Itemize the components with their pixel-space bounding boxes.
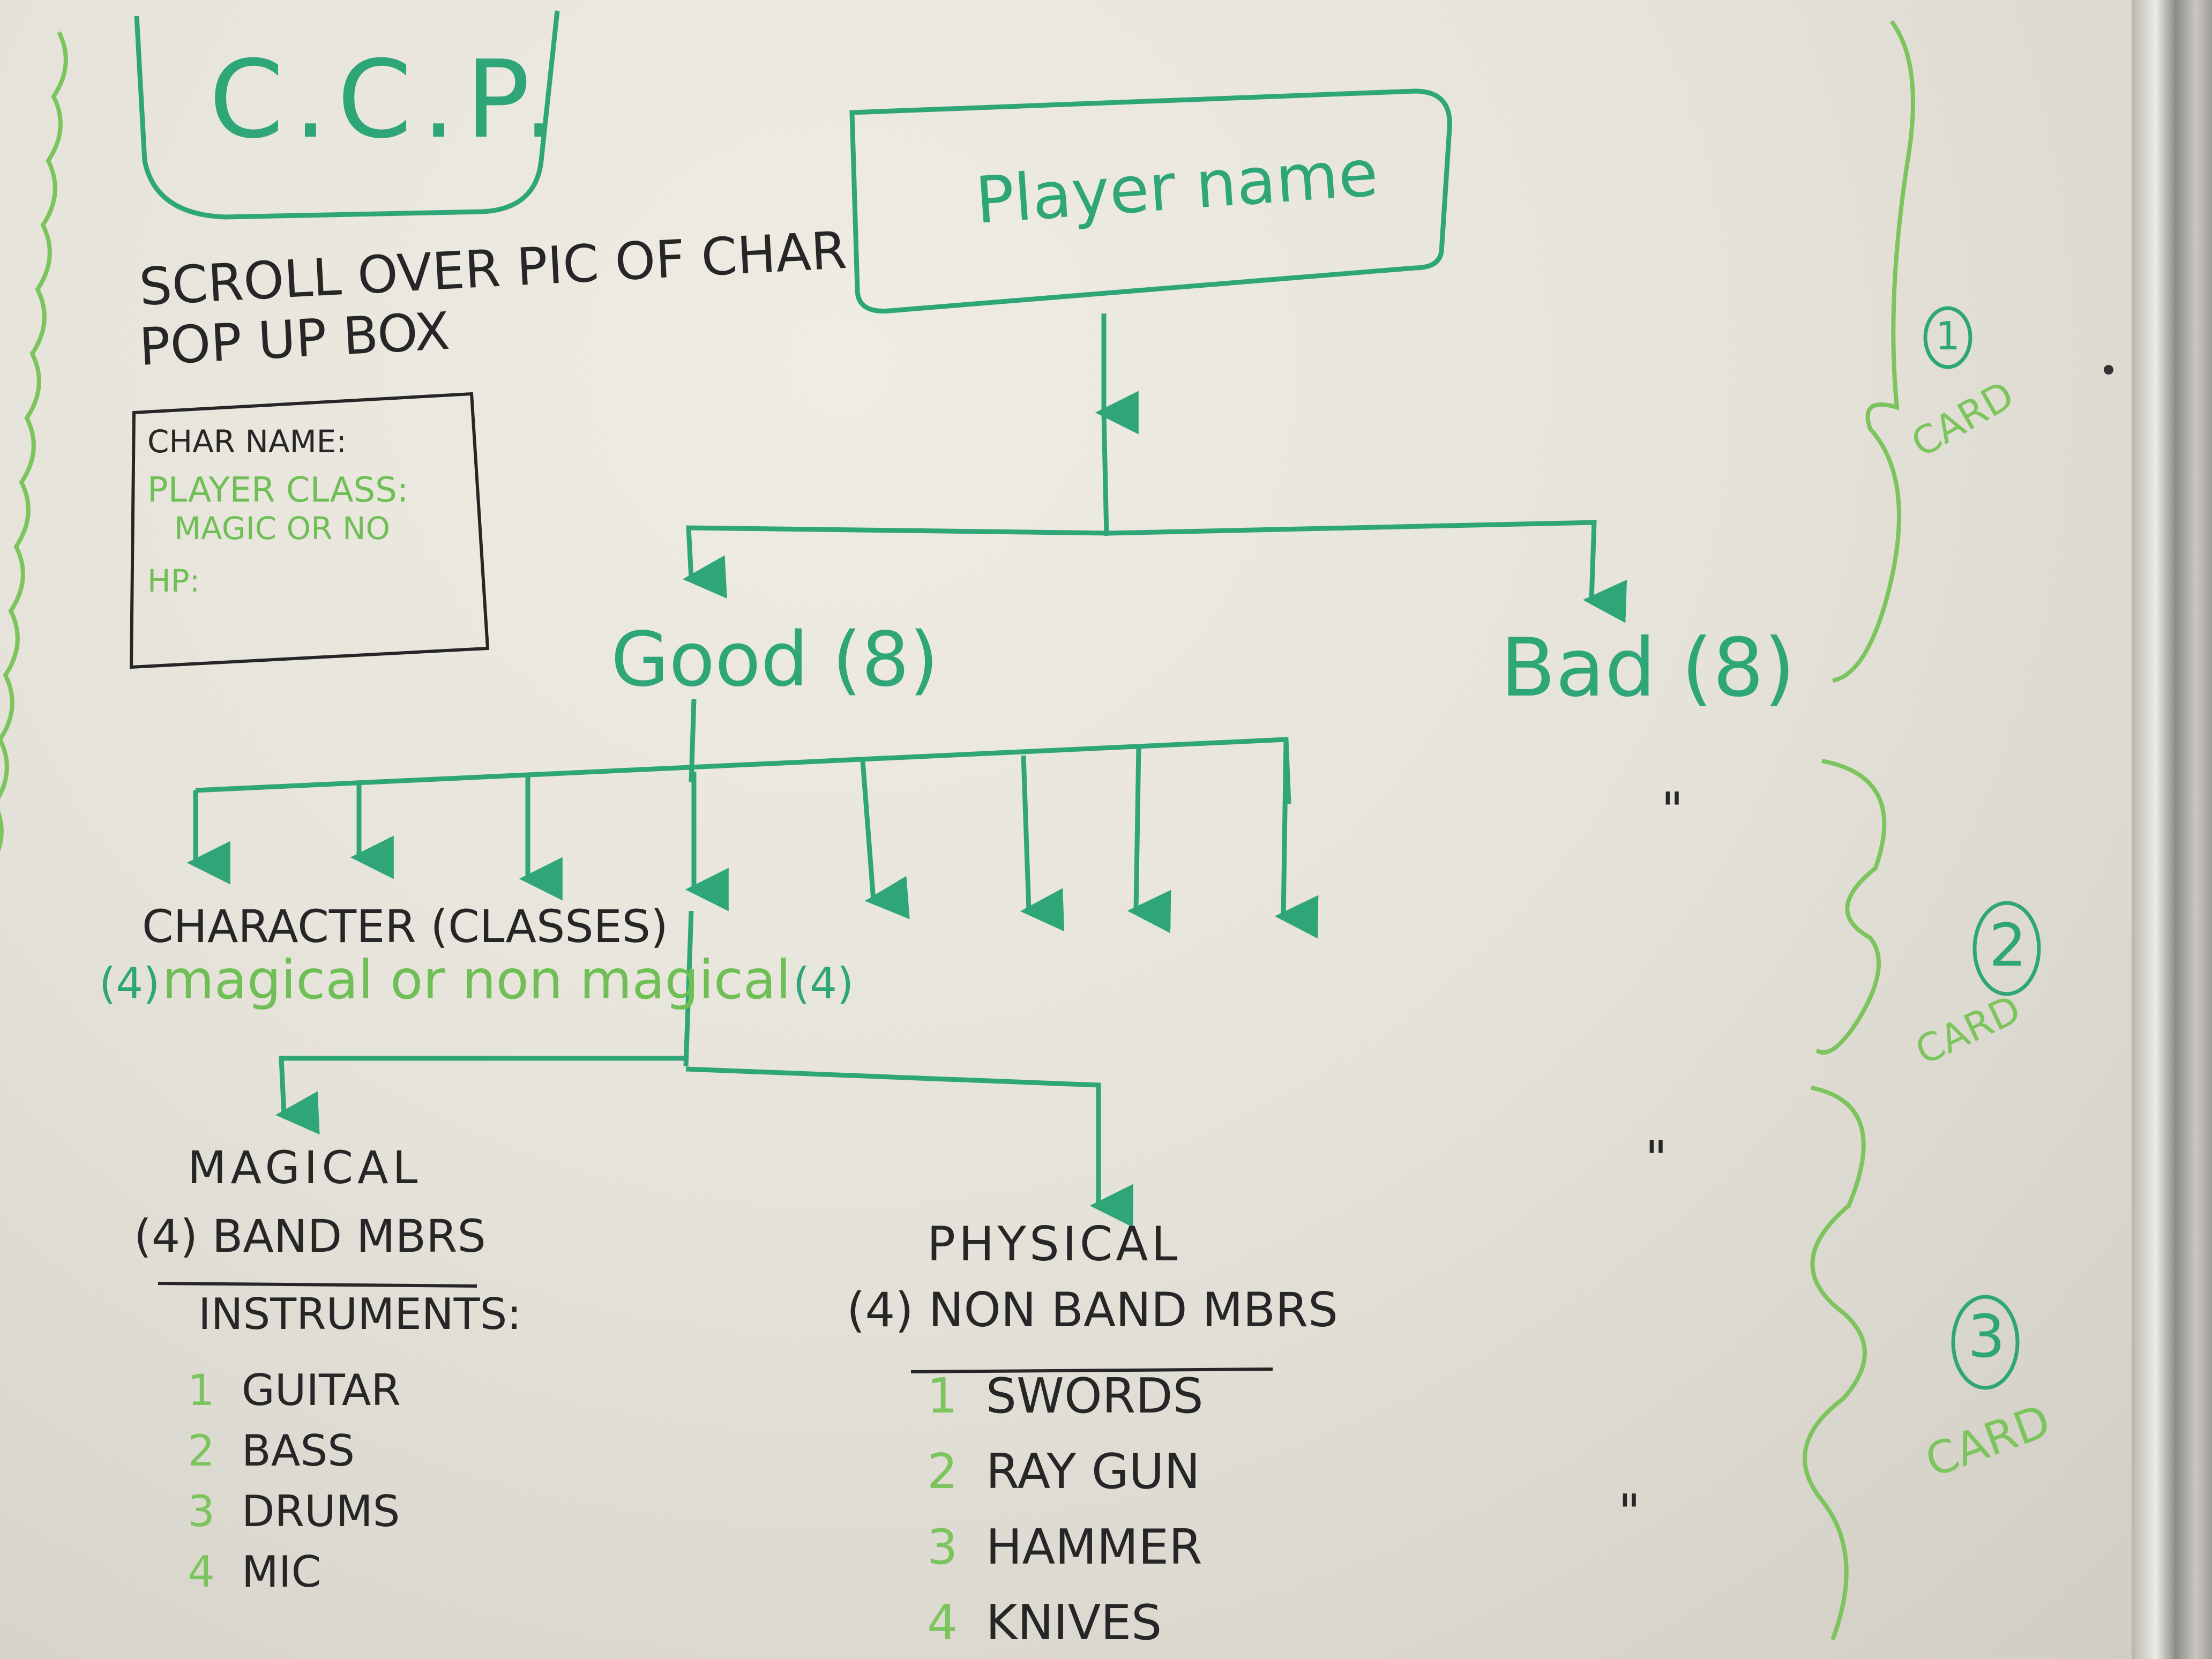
arrow-to-good [682, 525, 1110, 599]
popup-hp: HP: [147, 563, 200, 599]
magical-branch: MAGICAL (4) BAND MBRS INSTRUMENTS: 1 GUI… [134, 1141, 521, 1603]
good-stem [689, 699, 697, 783]
list-item: 3 HAMMER [927, 1510, 1338, 1586]
trunk-line [1101, 412, 1109, 536]
card-circle-2 [1972, 901, 2041, 996]
brace-3 [1803, 1086, 1867, 1641]
list-item: 4 MIC [188, 1542, 521, 1603]
tree-arrows [682, 313, 1627, 623]
board-screw [2104, 365, 2113, 375]
card-braces [1803, 20, 1915, 1641]
class-arrows [186, 739, 1319, 939]
item-label: RAY GUN [985, 1444, 1200, 1500]
list-item: 2 RAY GUN [927, 1434, 1338, 1510]
magical-subtitle: (4) BAND MBRS [134, 1210, 486, 1262]
class-stem [683, 910, 694, 1067]
list-item: 1 GUITAR [188, 1361, 521, 1421]
class-split-right-count: (4) [793, 959, 854, 1008]
item-number: 3 [188, 1486, 215, 1536]
item-label: SWORDS [985, 1368, 1204, 1424]
class-arrow-8 [1274, 739, 1319, 939]
good-node-label: Good (8) [611, 616, 939, 704]
item-label: GUITAR [241, 1365, 401, 1415]
physical-underline [910, 1367, 1273, 1373]
list-item: 1 SWORDS [927, 1359, 1338, 1434]
weapon-list: 1 SWORDS 2 RAY GUN 3 HAMMER 4 KNIVES [927, 1359, 1338, 1659]
physical-title: PHYSICAL [927, 1216, 1181, 1272]
item-number: 1 [188, 1365, 215, 1415]
physical-subtitle: (4) NON BAND MBRS [847, 1282, 1338, 1337]
item-label: BASS [241, 1426, 355, 1476]
class-split-text: magical or non magical [162, 948, 791, 1011]
brace-2 [1815, 759, 1887, 1055]
item-number: 4 [927, 1595, 958, 1651]
card-1-number: 1 [1935, 313, 1960, 358]
title-box [134, 10, 560, 220]
class-arrow-7 [1127, 747, 1171, 933]
title: C.C.P. [209, 38, 567, 162]
card-2-number: 2 [1989, 911, 2027, 980]
popup-magic-or-no: MAGIC OR NO [174, 510, 391, 547]
magical-underline [158, 1282, 477, 1288]
split-arrows [275, 1056, 1133, 1228]
class-split-left-count: (4) [99, 959, 160, 1008]
popup-box: CHAR NAME: PLAYER CLASS: MAGIC OR NO HP: [147, 423, 469, 599]
ditto-mark-3: " [1618, 1484, 1641, 1541]
player-name-box [849, 88, 1452, 313]
physical-branch: PHYSICAL (4) NON BAND MBRS 1 SWORDS 2 RA… [847, 1216, 1338, 1659]
item-label: DRUMS [241, 1486, 400, 1536]
character-classes-label: CHARACTER (CLASSES) [142, 900, 668, 953]
ditto-mark-1: " [1661, 782, 1684, 839]
instruments-heading: INSTRUMENTS: [198, 1289, 522, 1339]
class-arrow-6 [1020, 755, 1065, 932]
bad-node-label: Bad (8) [1500, 622, 1796, 715]
item-number: 1 [927, 1368, 958, 1424]
arrow-to-bad [1109, 520, 1627, 623]
item-label: KNIVES [985, 1595, 1162, 1651]
list-item: 2 BASS [188, 1421, 521, 1482]
instrument-list: 1 GUITAR 2 BASS 3 DRUMS 4 MIC [188, 1361, 521, 1603]
class-arrow-5 [860, 760, 910, 920]
item-number: 4 [188, 1547, 215, 1597]
popup-note: SCROLL OVER PIC OF CHAR POP UP BOX [138, 220, 848, 377]
item-label: HAMMER [985, 1519, 1202, 1575]
popup-char-name: CHAR NAME: [147, 423, 347, 460]
item-number: 3 [927, 1519, 958, 1575]
ditto-mark-2: " [1645, 1131, 1668, 1187]
popup-player-class: PLAYER CLASS: [147, 470, 409, 510]
item-number: 2 [188, 1426, 215, 1476]
magical-title: MAGICAL [188, 1141, 422, 1194]
card-3-number: 3 [1968, 1302, 2005, 1371]
card-circle-1 [1923, 306, 1972, 369]
arrow-to-magical [275, 1056, 689, 1135]
arrow-to-physical [685, 1066, 1133, 1228]
popup-box-outline [129, 392, 490, 669]
list-item: 3 DRUMS [188, 1482, 521, 1542]
item-label: MIC [241, 1547, 322, 1597]
item-number: 2 [927, 1444, 958, 1500]
whiteboard-frame [2132, 0, 2212, 1659]
list-item: 4 KNIVES [927, 1586, 1338, 1659]
margin-squiggle [0, 31, 68, 852]
card-number-circles [1923, 306, 2041, 1390]
card-circle-3 [1951, 1295, 2020, 1390]
brace-1 [1832, 20, 1915, 683]
class-split-line: (4) magical or non magical (4) [99, 948, 854, 1011]
